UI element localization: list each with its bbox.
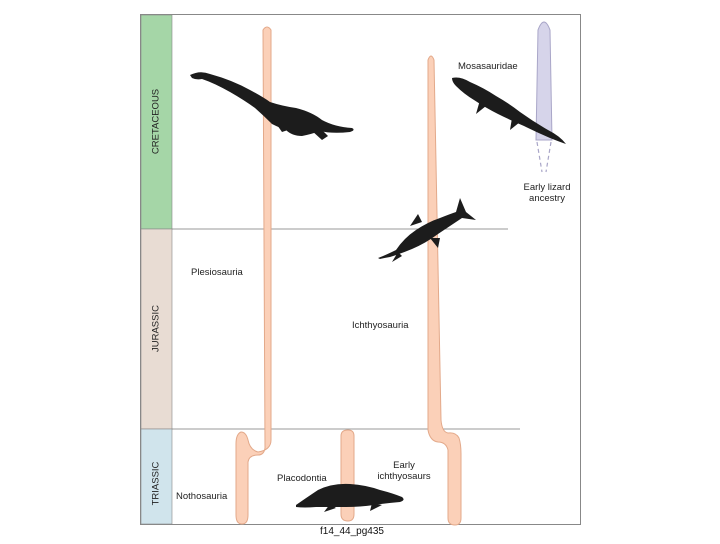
label-early-lizard-ancestry: Early lizard ancestry (523, 182, 571, 204)
label-placodontia: Placodontia (277, 473, 327, 484)
label-ichthyosauria: Ichthyosauria (352, 320, 409, 331)
mosasaur-silhouette (452, 77, 566, 144)
mosasauridae-lineage-bar (535, 21, 553, 141)
plesiosaur-silhouette (190, 72, 354, 140)
label-plesiosauria: Plesiosauria (191, 267, 243, 278)
period-label-cretaceous: CRETACEOUS (150, 88, 162, 155)
figure-caption: f14_44_pg435 (296, 525, 408, 539)
label-early-ichthyosaurs: Early ichthyosaurs (377, 460, 431, 482)
ichthyosauria-lineage-bar (427, 55, 462, 526)
period-jurassic-band (140, 228, 173, 430)
label-nothosauria: Nothosauria (176, 491, 228, 502)
mosasauridae-dashed-extension (536, 141, 552, 173)
period-label-triassic: TRIASSIC (150, 461, 162, 506)
period-cretaceous-band (140, 14, 173, 230)
diagram-frame (140, 14, 581, 525)
label-mosasauridae: Mosasauridae (458, 61, 518, 72)
period-label-jurassic: JURASSIC (150, 305, 162, 352)
ichthyosaur-silhouette (378, 198, 476, 262)
plesiosauria-lineage-bar (235, 26, 272, 525)
placodont-silhouette (296, 483, 404, 512)
placodontia-lineage-bar (340, 429, 355, 522)
period-triassic-band (140, 428, 173, 525)
